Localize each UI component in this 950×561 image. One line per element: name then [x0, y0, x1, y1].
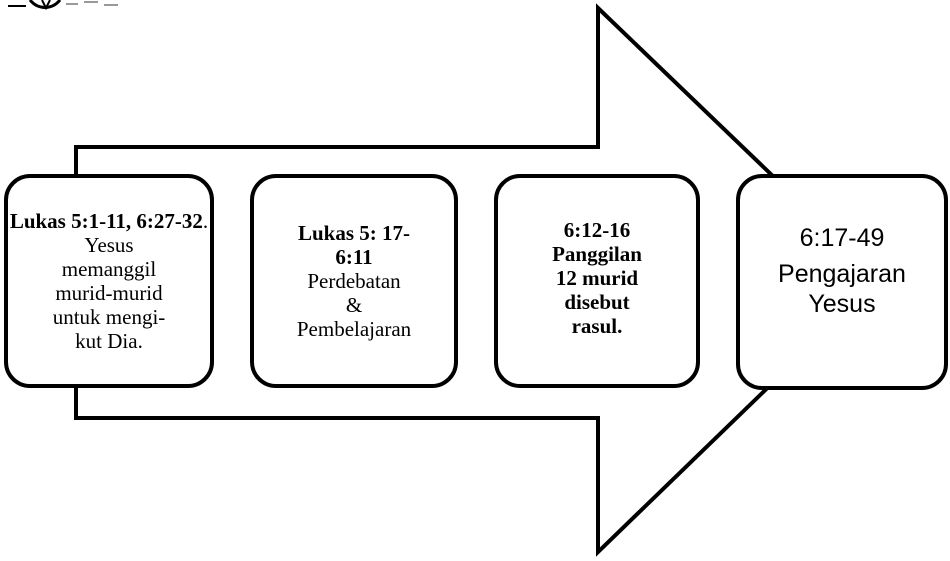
step-3-line-2: Panggilan: [552, 242, 642, 266]
step-4-line-3: Yesus: [808, 290, 876, 318]
step-1-line-2: memanggil: [61, 257, 157, 281]
step-3-line-4: disebut: [564, 290, 630, 314]
step-3-line-3: 12 murid: [555, 266, 639, 290]
logo-fragment-icon: [8, 0, 118, 11]
step-2-line-2: &: [345, 293, 363, 317]
step-4-text: 6:17-49 Pengajaran Yesus: [778, 223, 906, 319]
step-2-line-1: Perdebatan: [307, 269, 401, 293]
step-box-2: Lukas 5: 17- 6:11 Perdebatan & Pembelaja…: [250, 174, 458, 388]
arrow-shape: [74, 3, 883, 557]
step-3-line-1: 6:12-16: [563, 218, 631, 242]
step-4-line-1: 6:17-49: [799, 224, 885, 252]
step-1-line-4: untuk mengi-: [52, 305, 166, 329]
step-2-text: Lukas 5: 17- 6:11 Perdebatan & Pembelaja…: [297, 221, 411, 341]
step-box-1: Lukas 5:1-11, 6:27-32. Yesus memanggil m…: [4, 174, 214, 388]
step-1-line-1: . Yesus: [84, 209, 209, 257]
step-1-line-3: murid-murid: [55, 281, 163, 305]
step-1-text: Lukas 5:1-11, 6:27-32. Yesus memanggil m…: [8, 209, 210, 353]
step-box-3: 6:12-16 Panggilan 12 murid disebut rasul…: [494, 174, 700, 388]
step-1-reference: Lukas 5:1-11, 6:27-32: [9, 209, 203, 233]
step-2-reference-line-2: 6:11: [335, 245, 373, 269]
step-4-line-2: Pengajaran: [778, 260, 906, 288]
step-1-line-5: kut Dia.: [75, 329, 143, 353]
step-box-4: 6:17-49 Pengajaran Yesus: [736, 174, 948, 390]
step-3-line-5: rasul.: [571, 314, 623, 338]
step-3-text: 6:12-16 Panggilan 12 murid disebut rasul…: [552, 218, 642, 338]
step-2-reference-line-1: Lukas 5: 17-: [297, 221, 411, 245]
step-2-line-3: Pembelajaran: [296, 317, 412, 341]
